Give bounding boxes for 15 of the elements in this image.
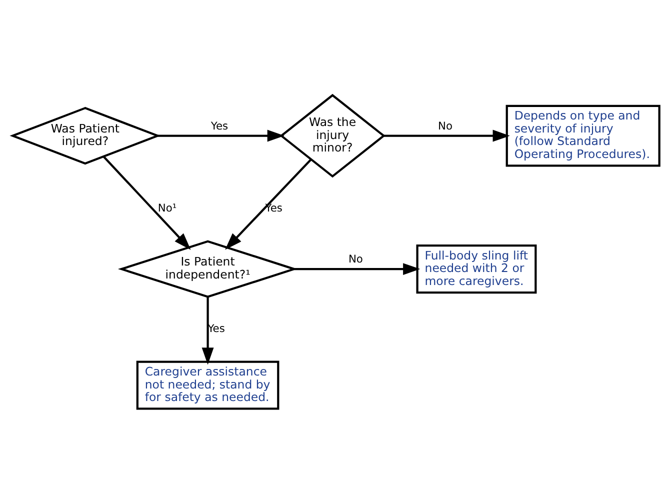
arrow bbox=[103, 156, 191, 250]
arrow bbox=[202, 296, 214, 365]
edge-label: Yes bbox=[265, 201, 282, 214]
arrow bbox=[225, 158, 312, 250]
node-diamond: Was the injury minor? bbox=[280, 94, 386, 178]
edge-label: No bbox=[438, 119, 453, 132]
node-box: Depends on type and severity of injury (follow Standard Operating Procedures). bbox=[506, 104, 660, 167]
arrow bbox=[384, 130, 510, 142]
node-box: Full-body sling lift needed with 2 or more caregivers. bbox=[416, 244, 537, 294]
edge-label: Yes bbox=[210, 119, 228, 132]
edge-label: No bbox=[348, 252, 363, 266]
arrow bbox=[294, 263, 420, 276]
node-box: Caregiver assistance not needed; stand by for safety as needed. bbox=[136, 360, 280, 410]
edge-label: No¹ bbox=[158, 201, 177, 214]
arrow bbox=[158, 130, 284, 142]
